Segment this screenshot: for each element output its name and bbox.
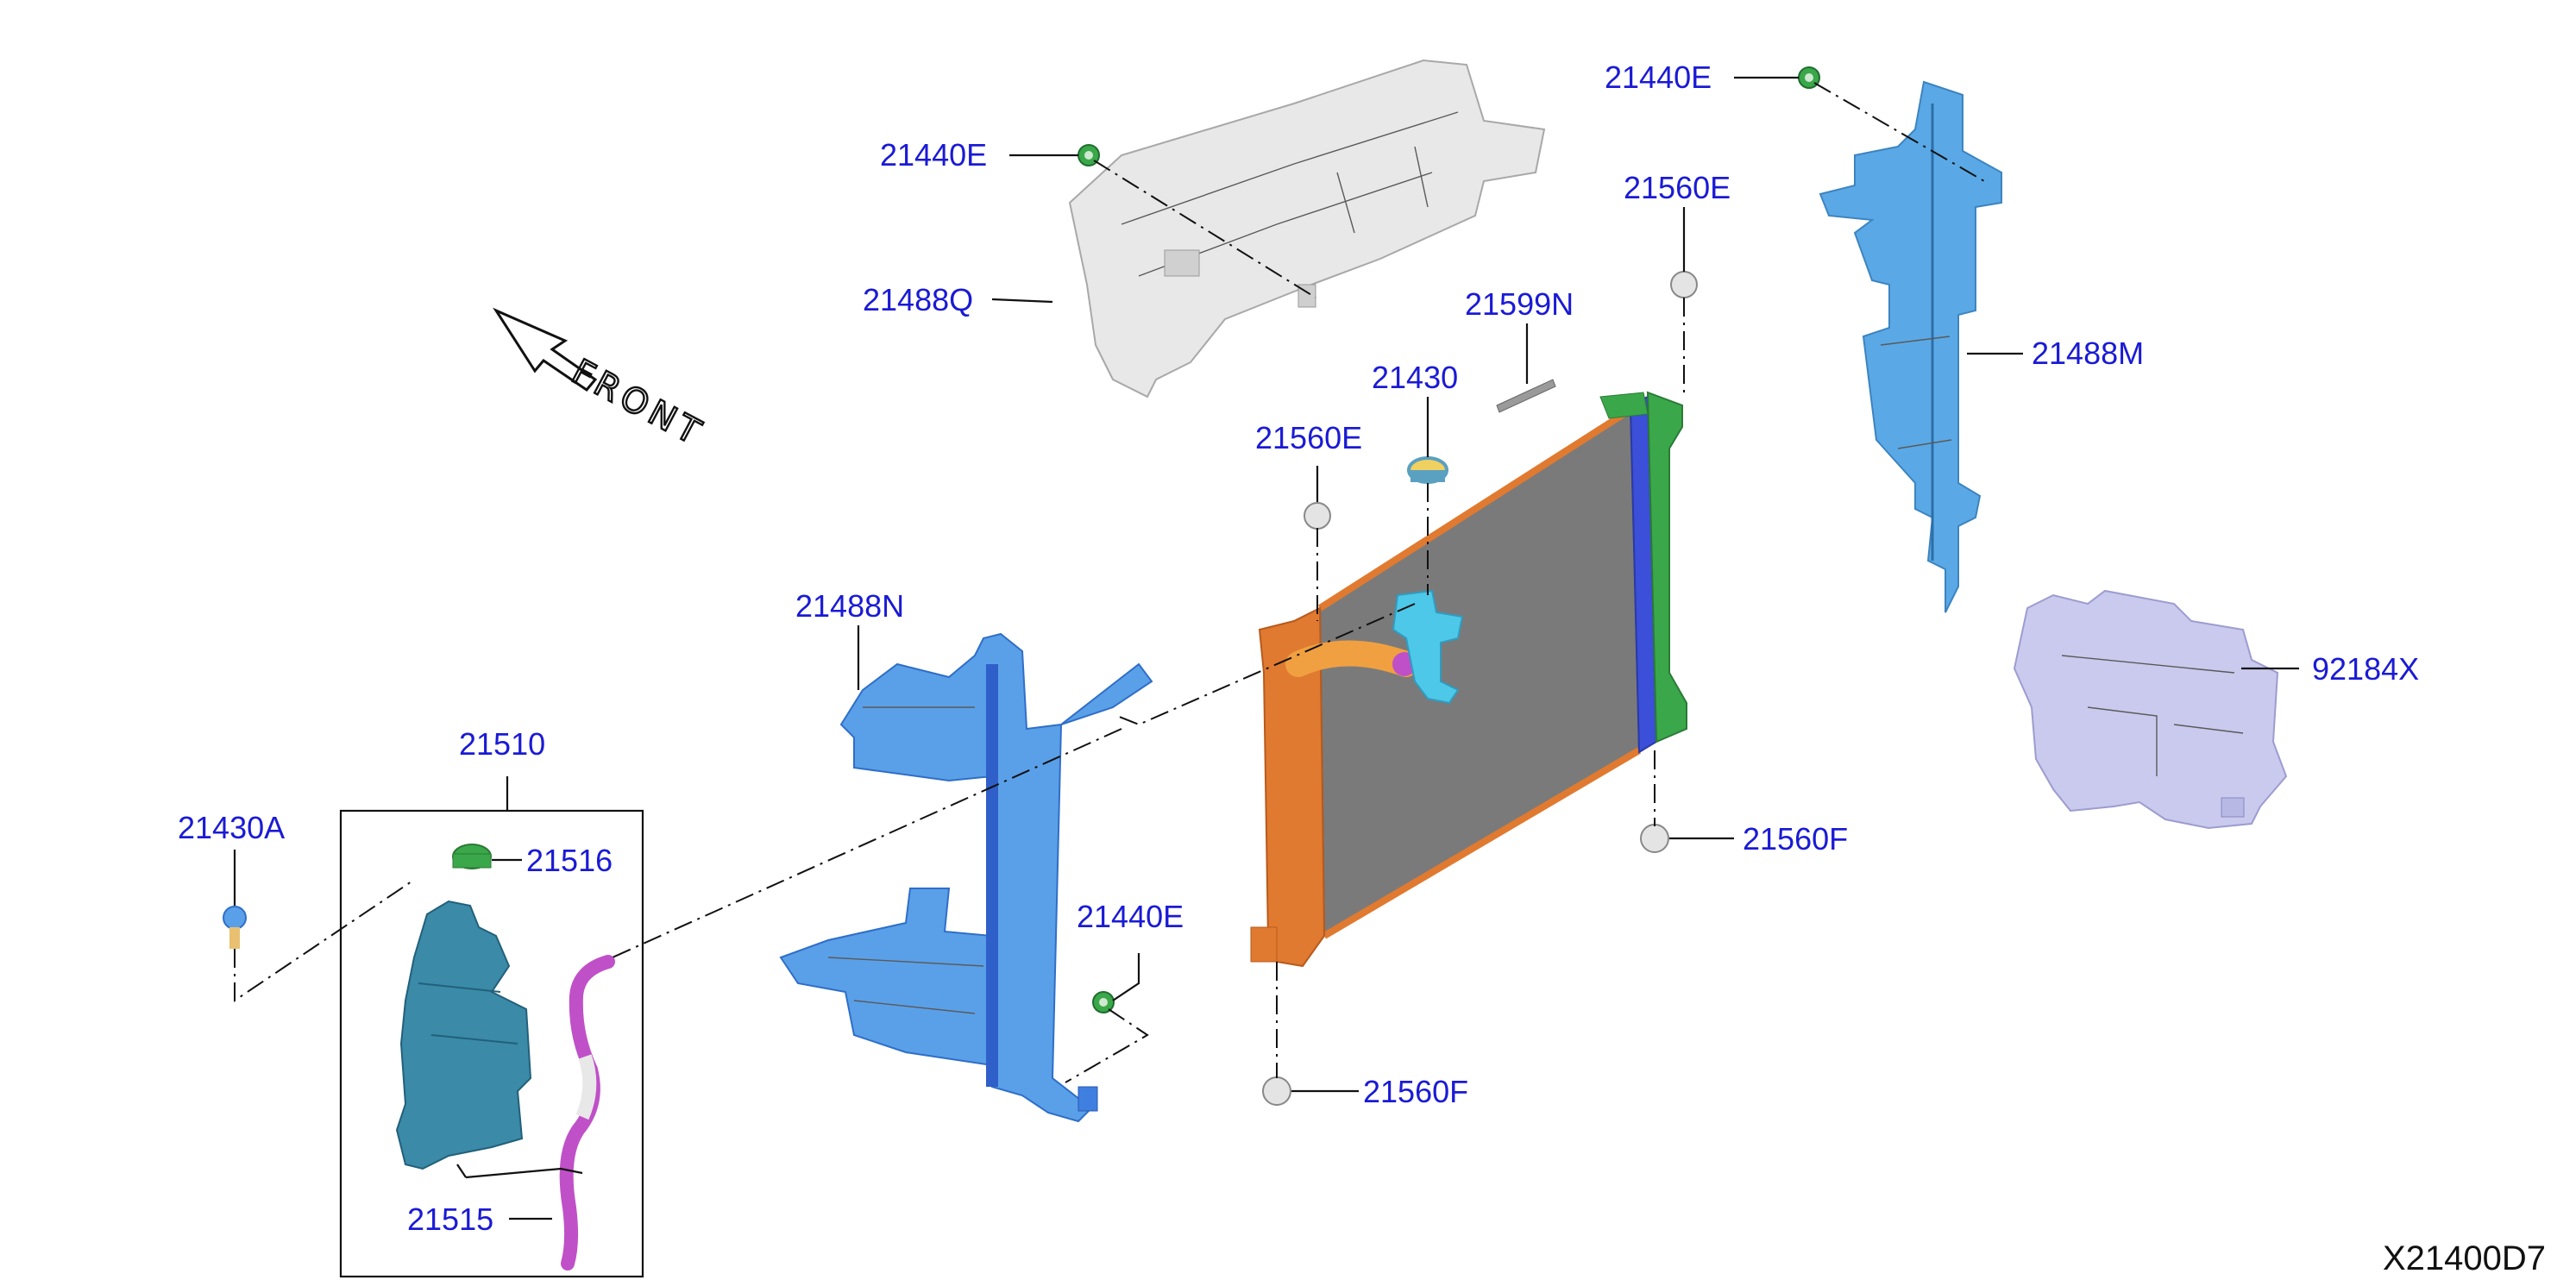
label-21516: 21516 [526, 843, 613, 878]
label-21560e-mid: 21560E [1255, 420, 1362, 455]
label-21488n: 21488N [795, 588, 904, 624]
reservoir-cap-21516 [452, 844, 492, 869]
assembly-lines [234, 82, 1985, 1083]
reservoir-hose-21515 [559, 955, 615, 1271]
label-21440e-top: 21440E [880, 137, 987, 173]
label-21599n: 21599N [1465, 286, 1574, 322]
grommet-21560e-mid [1304, 502, 1331, 530]
leader-lines [233, 76, 2299, 1220]
radiator-cap-21430 [1407, 456, 1448, 484]
label-21440e-right: 21440E [1605, 60, 1712, 95]
label-92184x: 92184X [2312, 651, 2419, 687]
front-arrow-icon [493, 307, 598, 392]
diagram-code: X21400D7 [2383, 1239, 2546, 1277]
label-21560f-bottom: 21560F [1363, 1074, 1468, 1109]
clip-21430a [223, 906, 247, 949]
label-21560e-right: 21560E [1624, 170, 1731, 205]
grommet-21560f-bottom [1262, 1076, 1291, 1106]
reservoir-tank-21510 [395, 900, 532, 1170]
side-shroud-21488n [779, 632, 1153, 1123]
grommet-21560e-right [1670, 271, 1698, 298]
label-21488q: 21488Q [863, 282, 973, 317]
bracket-92184x [2013, 589, 2288, 830]
label-21510: 21510 [459, 726, 545, 762]
clip-21440e-bottom [1092, 991, 1115, 1013]
label-21440e-bottom: 21440E [1077, 899, 1184, 934]
label-21515: 21515 [407, 1202, 493, 1237]
seal-21599n [1496, 379, 1556, 413]
label-21560f-right: 21560F [1743, 821, 1848, 856]
upper-cover-21488q [1068, 59, 1546, 398]
label-21430: 21430 [1372, 360, 1458, 395]
front-label: FRONT [565, 352, 711, 455]
grommet-21560f-right [1640, 824, 1669, 853]
air-guide-21488m [1819, 80, 2002, 613]
label-21488m: 21488M [2032, 336, 2144, 371]
label-21430a: 21430A [178, 810, 285, 845]
radiator-assembly [1250, 391, 1687, 968]
reservoir-group-box [339, 809, 644, 1278]
